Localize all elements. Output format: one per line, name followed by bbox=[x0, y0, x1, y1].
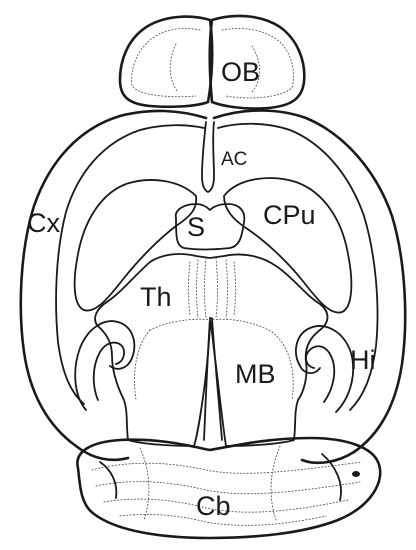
hippocampus-right-outline bbox=[296, 326, 353, 412]
thalamus-midbrain-outline bbox=[95, 254, 327, 446]
label-cx: Cx bbox=[27, 208, 60, 238]
label-cb: Cb bbox=[196, 491, 231, 521]
anterior-commissure-outline bbox=[202, 122, 214, 192]
caudate-putamen bbox=[75, 178, 352, 312]
olfactory-bulb bbox=[120, 16, 304, 109]
label-ac: AC bbox=[221, 149, 247, 170]
label-hi: Hi bbox=[350, 345, 376, 375]
thalamus-midbrain bbox=[95, 254, 327, 446]
midline-divider bbox=[204, 318, 222, 440]
cerebellum bbox=[77, 438, 380, 538]
olfactory-bulb-left-outline bbox=[120, 17, 212, 107]
label-s: S bbox=[187, 212, 205, 242]
cerebellum-spot bbox=[352, 471, 360, 477]
label-mb: MB bbox=[235, 359, 276, 389]
caudate-putamen-right-outline bbox=[224, 178, 351, 312]
caudate-putamen-left-outline bbox=[75, 180, 197, 311]
label-th: Th bbox=[140, 282, 172, 312]
label-ob: OB bbox=[221, 57, 260, 87]
label-cpu: CPu bbox=[263, 200, 316, 230]
anterior-commissure bbox=[202, 122, 214, 192]
hippocampus bbox=[75, 321, 353, 412]
cerebellum-outline bbox=[77, 438, 380, 538]
